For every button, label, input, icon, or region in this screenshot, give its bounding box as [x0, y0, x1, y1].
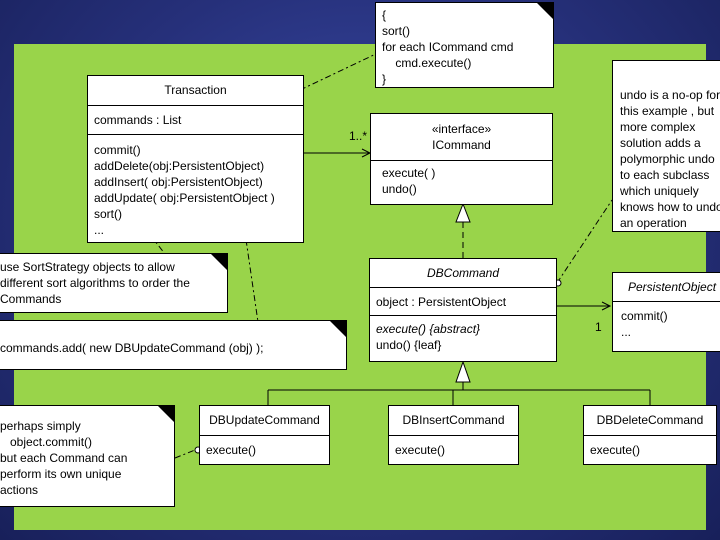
perhaps-note-anchor — [174, 449, 196, 459]
note-fold-corner — [211, 254, 227, 270]
transaction-attribute: commands : List — [94, 113, 182, 127]
undo-note-line: more complex — [620, 120, 696, 134]
dbdeletecommand-operation: execute() — [590, 443, 641, 457]
persistent-object-class[interactable]: PersistentObject commit() ... — [612, 272, 720, 352]
persistent-object-operation: commit() — [621, 309, 668, 323]
transaction-operation: addUpdate( obj:PersistentObject ) — [94, 191, 275, 205]
icommand-header: «interface» ICommand — [371, 114, 552, 160]
dbcommand-attributes: object : PersistentObject — [370, 287, 556, 315]
sortstrategy-note-anchor — [132, 212, 166, 255]
dbinsertcommand-class-name: DBInsertCommand — [402, 413, 505, 427]
note-fold-corner — [330, 321, 346, 337]
dbcommand-operations: execute() {abstract} undo() {leaf} — [370, 315, 556, 355]
sort-note-anchor — [299, 51, 381, 91]
dbcommand-attribute: object : PersistentObject — [376, 295, 507, 309]
icommand-name: ICommand — [432, 138, 491, 152]
sort-note-line: for each ICommand cmd — [382, 40, 514, 54]
dbupdatecommand-operations: execute() — [200, 435, 329, 460]
undo-note: undo is a no-op for this example , but m… — [612, 60, 720, 232]
undo-note-line: undo is a no-op for — [620, 88, 720, 102]
dbupdatecommand-class[interactable]: DBUpdateCommand execute() — [199, 405, 330, 465]
transaction-operations: commit() addDelete(obj:PersistentObject)… — [88, 134, 303, 240]
sortstrategy-note-line: different sort algorithms to order the — [0, 276, 190, 290]
object-multiplicity: 1 — [595, 320, 602, 334]
undo-note-line: polymorphic undo — [620, 152, 715, 166]
dbinsertcommand-operation: execute() — [395, 443, 446, 457]
commands-multiplicity: 1..* — [349, 129, 368, 143]
object-arrowhead — [601, 301, 612, 311]
dbcommand-class-name: DBCommand — [426, 266, 500, 280]
transaction-class-name: Transaction — [164, 83, 227, 97]
perhaps-note-line: but each Command can — [0, 451, 128, 465]
dbcommand-operation: undo() {leaf} — [376, 338, 442, 352]
perhaps-note-line: perhaps simply — [0, 419, 81, 433]
transaction-operation: ... — [94, 223, 105, 237]
dbdeletecommand-class-name: DBDeleteCommand — [596, 413, 704, 427]
transaction-operation: commit() — [94, 143, 141, 157]
sortstrategy-note-line: use SortStrategy objects to allow — [0, 260, 175, 274]
undo-note-line: an operation — [620, 216, 687, 230]
transaction-operation: addInsert( obj:PersistentObject) — [94, 175, 263, 189]
undo-note-line: knows how to undo — [620, 200, 720, 214]
dbdeletecommand-operations: execute() — [584, 435, 716, 460]
perhaps-note-line: perform its own unique — [0, 467, 122, 481]
note-fold-corner — [537, 3, 553, 19]
sort-note-line: } — [382, 72, 387, 86]
dbcommand-operation: execute() {abstract} — [376, 322, 481, 336]
undo-note-line: solution adds a — [620, 136, 701, 150]
sort-note-line: sort() — [382, 24, 410, 38]
dbdeletecommand-class[interactable]: DBDeleteCommand execute() — [583, 405, 717, 465]
transaction-class[interactable]: Transaction commands : List commit() add… — [87, 75, 304, 243]
perhaps-note: perhaps simply object.commit() but each … — [0, 405, 175, 507]
undo-note-line: this example , but — [620, 104, 715, 118]
sort-note: { sort() for each ICommand cmd cmd.execu… — [375, 2, 554, 88]
sort-note-line: { — [382, 8, 387, 22]
icommand-operation: undo() — [382, 182, 417, 196]
commands-add-note: commands.add( new DBUpdateCommand (obj) … — [0, 320, 347, 370]
persistent-object-class-name: PersistentObject — [628, 280, 717, 294]
icommand-interface[interactable]: «interface» ICommand execute( ) undo() — [370, 113, 553, 205]
dbinsertcommand-operations: execute() — [389, 435, 518, 460]
transaction-attributes: commands : List — [88, 105, 303, 134]
undo-note-anchor — [556, 199, 613, 284]
dbupdatecommand-operation: execute() — [206, 443, 257, 457]
icommand-operations: execute( ) undo() — [371, 160, 552, 199]
sortstrategy-note-line: Commands — [0, 292, 62, 306]
generalization-triangle — [455, 360, 471, 383]
perhaps-note-line: object.commit() — [0, 435, 93, 449]
persistent-object-operations: commit() ... — [613, 301, 720, 342]
icommand-stereotype: «interface» — [431, 122, 492, 136]
realization-triangle — [455, 202, 471, 223]
note-fold-corner — [158, 406, 174, 422]
transaction-operation: sort() — [94, 207, 122, 221]
sortstrategy-note: use SortStrategy objects to allow differ… — [0, 253, 228, 313]
transaction-operation: addDelete(obj:PersistentObject) — [94, 159, 265, 173]
commands-add-note-line: commands.add( new DBUpdateCommand (obj) … — [0, 341, 264, 355]
undo-note-line: which uniquely — [620, 184, 699, 198]
undo-note-line: to each subclass — [620, 168, 710, 182]
dbcommand-class[interactable]: DBCommand object : PersistentObject exec… — [369, 258, 557, 362]
persistent-object-operation: ... — [621, 325, 632, 339]
dbinsertcommand-class[interactable]: DBInsertCommand execute() — [388, 405, 519, 465]
dbupdatecommand-class-name: DBUpdateCommand — [209, 413, 320, 427]
perhaps-note-line: actions — [0, 483, 39, 497]
icommand-operation: execute( ) — [382, 166, 436, 180]
sort-note-line: cmd.execute() — [382, 56, 472, 70]
